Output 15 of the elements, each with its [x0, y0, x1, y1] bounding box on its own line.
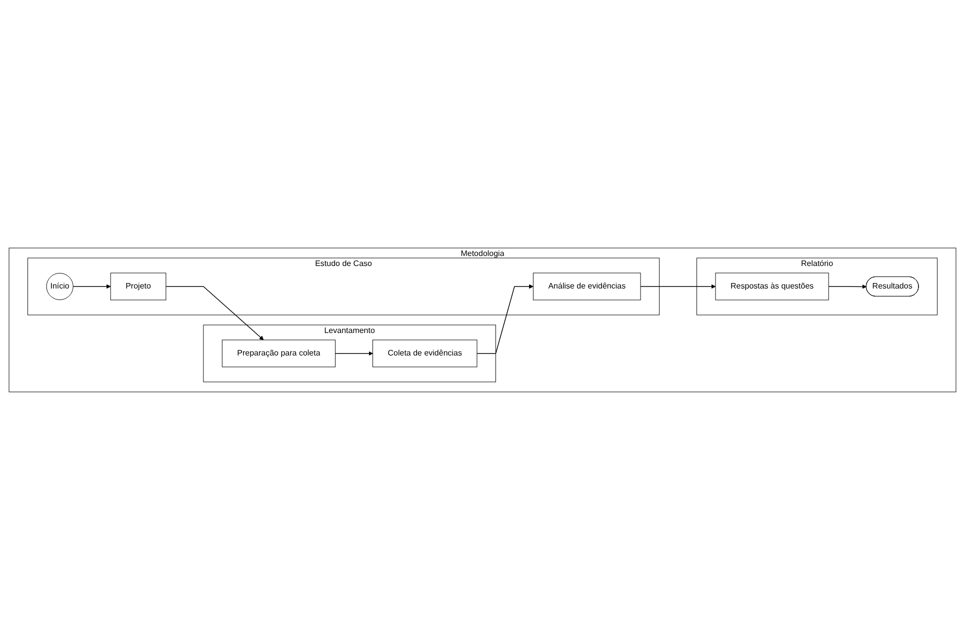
node-box [110, 272, 166, 300]
arrow [476, 284, 534, 354]
node-box [222, 339, 336, 367]
arrow [640, 284, 716, 288]
cluster [203, 324, 496, 382]
cluster [696, 257, 938, 315]
arrow [828, 284, 867, 288]
node-circle [46, 272, 74, 300]
cluster [28, 257, 660, 315]
node-box [372, 339, 478, 367]
node-box [532, 272, 641, 300]
arrow [72, 284, 111, 288]
arrow [334, 350, 373, 356]
node-box [715, 272, 829, 300]
arrow [166, 286, 264, 340]
